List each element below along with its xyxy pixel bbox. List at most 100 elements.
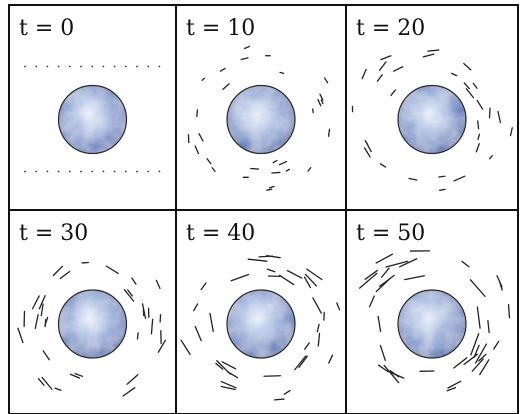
time-label: t = 50: [356, 221, 425, 246]
particle: [46, 65, 49, 68]
particle: [35, 65, 38, 68]
particle: [126, 374, 139, 385]
sphere-outline: [226, 84, 296, 155]
particle: [316, 323, 320, 333]
particle: [17, 327, 24, 344]
particle: [393, 66, 404, 72]
particle: [471, 358, 484, 372]
particle: [463, 82, 470, 90]
particle: [68, 170, 71, 173]
sphere: [227, 290, 295, 358]
particle: [488, 155, 493, 160]
panel-t40: t = 40: [175, 209, 347, 414]
particle: [496, 275, 503, 288]
particle: [240, 57, 249, 61]
particle: [136, 65, 138, 68]
particle: [244, 45, 250, 50]
particle: [278, 160, 288, 166]
particle-field: [24, 65, 161, 173]
particle: [271, 171, 281, 174]
particle-field: [351, 49, 513, 191]
particle: [278, 274, 295, 286]
sphere-outline: [397, 84, 467, 155]
particle: [266, 268, 276, 273]
particle: [376, 74, 383, 82]
particle: [193, 303, 199, 312]
particle: [323, 77, 329, 84]
particle: [306, 268, 323, 281]
particle: [479, 359, 490, 376]
particle: [123, 289, 135, 302]
particle: [209, 312, 214, 333]
particle: [379, 344, 386, 361]
sphere: [58, 85, 127, 154]
particle: [268, 185, 275, 189]
particle: [80, 65, 82, 68]
particle: [44, 316, 49, 327]
particle: [438, 175, 446, 178]
sphere-outline: [226, 289, 296, 359]
particle: [368, 295, 375, 308]
particle: [446, 386, 457, 392]
particle: [194, 325, 202, 342]
particle: [304, 273, 318, 287]
particle: [150, 318, 154, 335]
particle: [41, 376, 53, 390]
particle: [477, 120, 480, 130]
particle: [220, 380, 237, 389]
particle: [211, 167, 216, 173]
particle: [136, 170, 138, 173]
particle: [473, 344, 480, 358]
particle: [194, 145, 200, 155]
particle: [358, 272, 378, 289]
particle: [469, 279, 486, 298]
particle: [34, 314, 39, 329]
particle: [453, 357, 468, 369]
particle: [74, 372, 84, 377]
particle: [390, 89, 397, 97]
sphere: [58, 290, 127, 358]
particle: [377, 364, 389, 373]
particle: [42, 350, 50, 361]
particle: [24, 170, 26, 173]
particle: [379, 274, 395, 287]
particle: [493, 340, 500, 350]
sphere-outline: [397, 289, 467, 359]
particle: [319, 93, 324, 101]
particle: [476, 99, 484, 110]
particle: [113, 65, 116, 68]
particle: [476, 306, 481, 329]
particle: [472, 82, 478, 89]
particle: [113, 170, 116, 173]
particle: [272, 159, 278, 164]
time-label: t = 0: [19, 16, 74, 41]
particle-field: [187, 45, 331, 191]
particle: [196, 109, 199, 118]
particle: [389, 371, 405, 379]
time-label: t = 10: [186, 16, 255, 41]
particle: [364, 269, 378, 280]
particle: [35, 170, 38, 173]
particle: [298, 355, 309, 368]
particle: [294, 355, 307, 371]
particle: [221, 361, 237, 370]
particle: [131, 277, 137, 285]
particle: [475, 143, 480, 153]
particle: [408, 177, 418, 181]
particle: [136, 332, 139, 340]
particle: [222, 83, 230, 90]
particle: [447, 380, 462, 389]
particle: [157, 339, 167, 353]
particle: [453, 175, 466, 182]
particle: [507, 303, 511, 319]
particle: [363, 147, 371, 158]
particle: [327, 128, 331, 137]
particle: [385, 260, 409, 268]
particle: [497, 110, 502, 124]
particle: [122, 387, 136, 397]
particle: [54, 387, 62, 391]
particle: [102, 65, 105, 68]
particle: [37, 377, 45, 386]
particle: [474, 343, 488, 364]
particle: [383, 364, 400, 384]
